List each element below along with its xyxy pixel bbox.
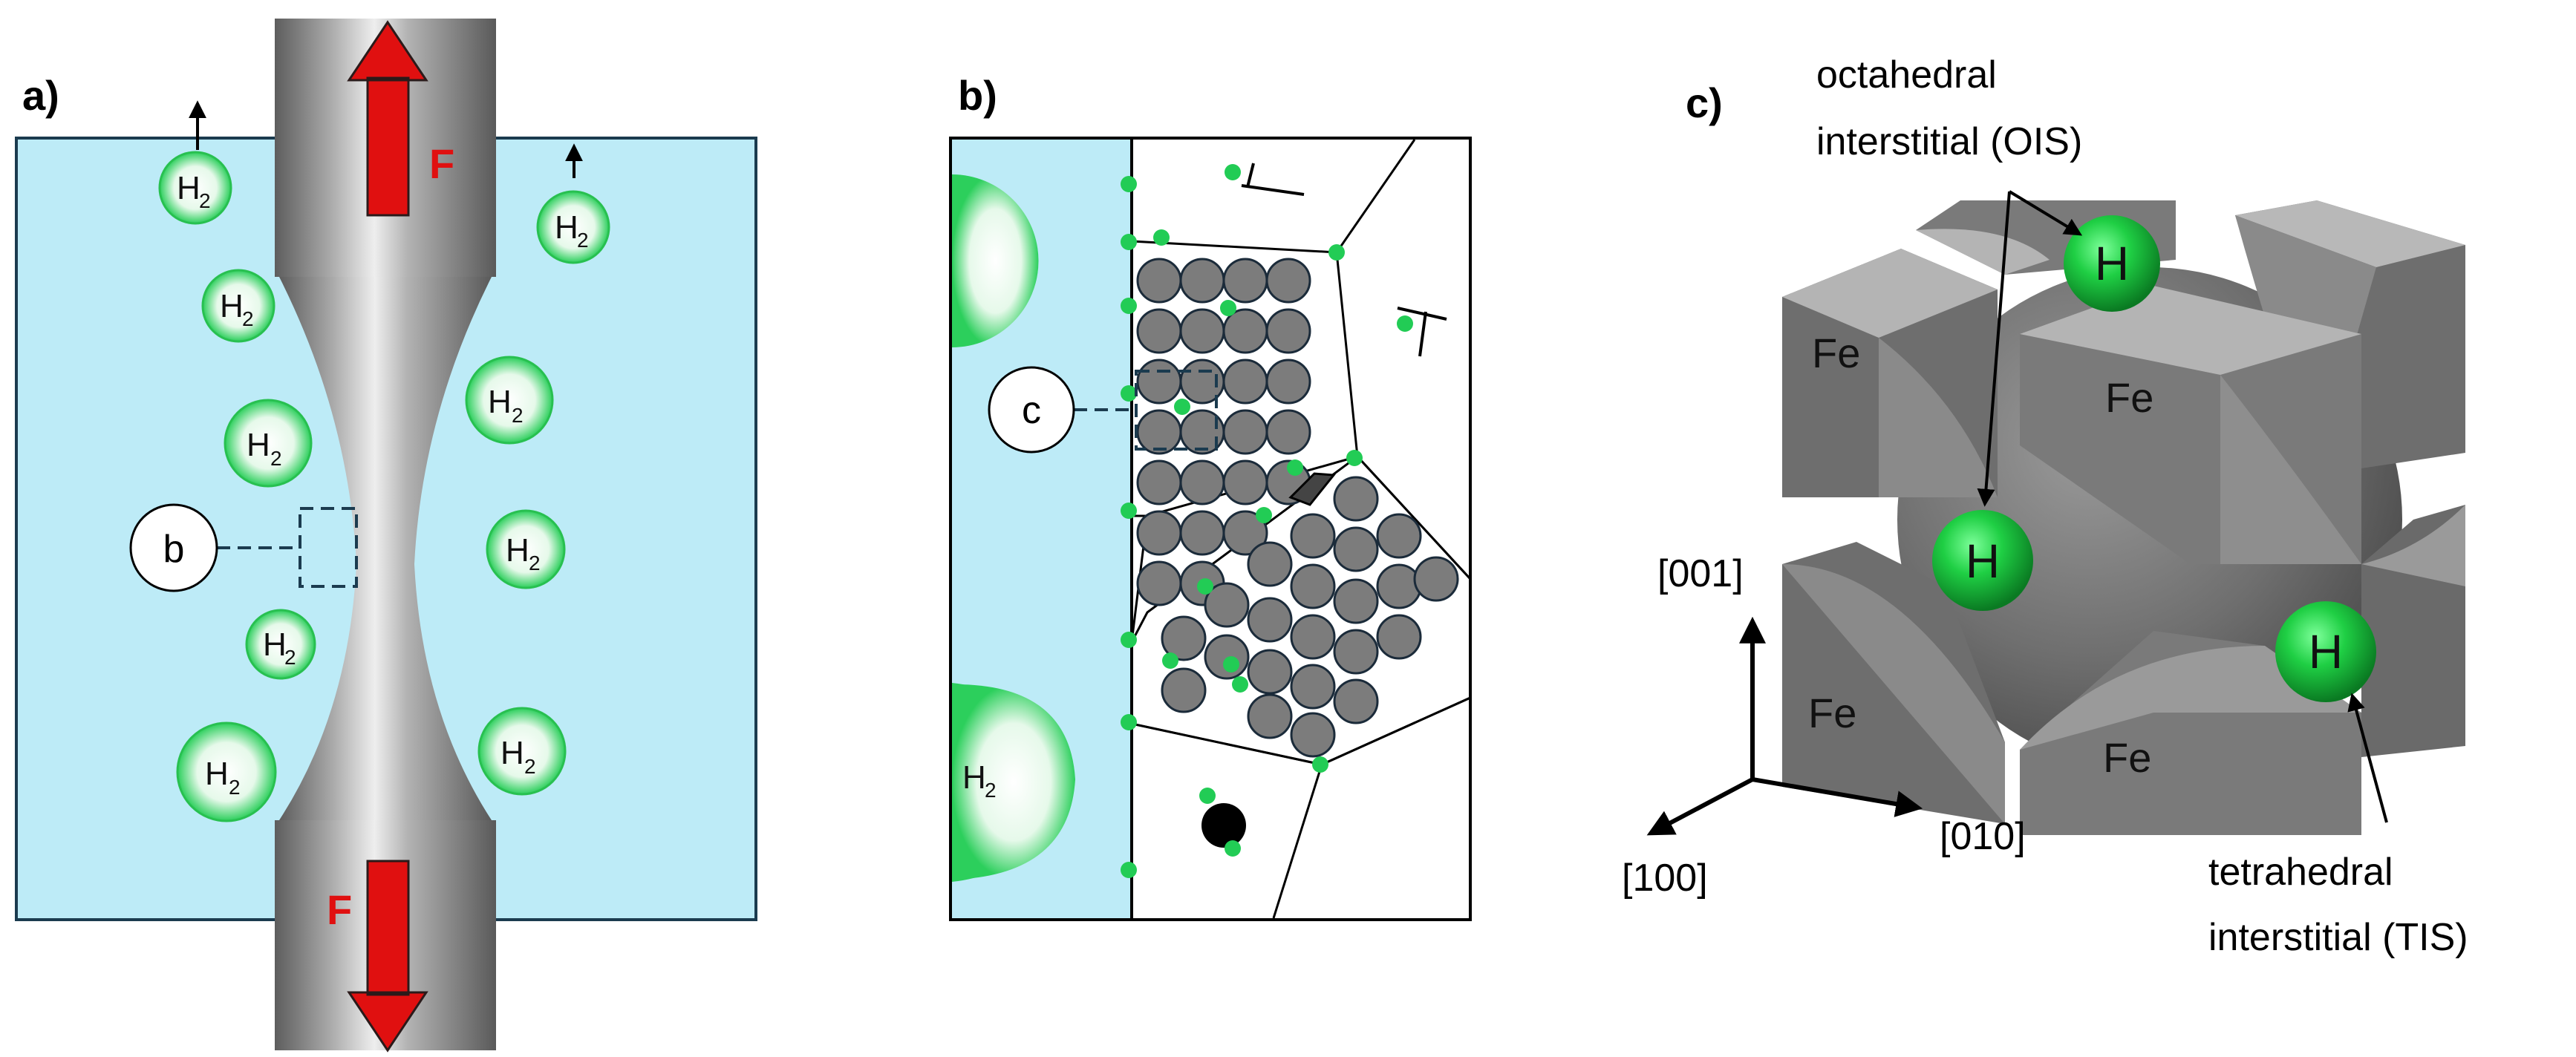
- dislocation-symbol: [1397, 307, 1447, 357]
- h2-label: H: [962, 759, 986, 796]
- callout-label-b: b: [163, 528, 185, 571]
- svg-text:H: H: [263, 626, 287, 663]
- h2-bubble-large: [952, 174, 1039, 347]
- fe-corner-octant: [2020, 631, 2361, 835]
- axis-100-label: [100]: [1622, 857, 1708, 900]
- svg-text:2: 2: [529, 552, 541, 575]
- fe-label: Fe: [1808, 690, 1856, 736]
- force-arrow-down: [347, 860, 428, 1053]
- h-atom-label: H: [1966, 534, 2000, 588]
- grain-1-atoms: [1136, 258, 1311, 606]
- grain-2-outline: [1130, 454, 1472, 766]
- zoom-region-c: [1135, 370, 1218, 451]
- svg-text:2: 2: [524, 755, 536, 778]
- svg-text:H: H: [177, 170, 200, 206]
- callout-circle-c: [988, 366, 1075, 454]
- panel-b: b) H 2: [949, 72, 1472, 921]
- force-label-top: F: [429, 140, 454, 187]
- h-atom-label: H: [2309, 625, 2343, 678]
- fe-label: Fe: [2105, 374, 2153, 421]
- ois-pointer-arrow: [2008, 190, 2083, 236]
- tis-label-line1: tetrahedral: [2208, 851, 2393, 894]
- panel-b-label: b): [958, 72, 997, 119]
- panel-c: c) octahedral interstitial (OIS) tetrahe…: [1622, 53, 2468, 959]
- svg-text:H: H: [205, 756, 229, 792]
- zoom-region-b: [299, 507, 358, 588]
- hydrogen-atoms: [1121, 164, 1413, 878]
- svg-text:H: H: [506, 532, 529, 569]
- svg-text:2: 2: [229, 776, 241, 799]
- h2-bubble: H2: [536, 190, 610, 264]
- fe-label: Fe: [2103, 734, 2151, 781]
- void: [1201, 803, 1246, 848]
- ois-label-line1: octahedral: [1816, 53, 1997, 96]
- fe-label: Fe: [1812, 330, 1860, 376]
- tis-pointer-arrow: [2347, 693, 2388, 823]
- callout-circle-b: [129, 503, 218, 592]
- grain-2-atoms: [1161, 476, 1459, 758]
- svg-text:2: 2: [577, 229, 589, 252]
- h2-bubble: H2: [158, 151, 232, 225]
- svg-text:2: 2: [270, 447, 282, 470]
- precipitate: [1288, 472, 1336, 506]
- h2-subscript: 2: [985, 779, 997, 802]
- callout-label-c: c: [1022, 389, 1041, 432]
- svg-text:2: 2: [199, 189, 211, 212]
- axis-100-arrow: [1646, 777, 1754, 836]
- h2-bubble-large-b: [952, 684, 1075, 880]
- h-atom-octahedral: [1932, 510, 2033, 611]
- force-arrow-up: [347, 20, 428, 217]
- grain-boundary: [1335, 139, 1416, 253]
- ois-pointer-arrow: [1977, 191, 2011, 507]
- axis-001-label: [001]: [1657, 552, 1744, 595]
- svg-text:H: H: [247, 427, 270, 463]
- svg-text:H: H: [500, 735, 524, 771]
- svg-text:H: H: [488, 384, 512, 420]
- panel-a-label: a): [22, 72, 59, 119]
- h-atom-tetrahedral: [2275, 601, 2376, 702]
- h2-bubble: H2: [245, 609, 316, 680]
- axis-010-label: [010]: [1940, 815, 2026, 858]
- specimen-gauge-section: [279, 277, 492, 820]
- svg-text:2: 2: [242, 307, 254, 330]
- grain-boundary: [1272, 764, 1323, 919]
- ois-label-line2: interstitial (OIS): [1816, 120, 2082, 163]
- fe-corner-octant: [1782, 542, 2005, 824]
- tis-label-line2: interstitial (TIS): [2208, 916, 2468, 959]
- h2-bubble: H2: [201, 269, 275, 343]
- panel-c-label: c): [1686, 79, 1723, 126]
- svg-text:2: 2: [512, 404, 524, 427]
- svg-text:2: 2: [284, 646, 296, 669]
- fe-corner-octant: [1782, 249, 1998, 497]
- h-atom-label: H: [2095, 237, 2129, 290]
- force-label-bottom: F: [327, 886, 352, 933]
- svg-text:H: H: [220, 288, 244, 324]
- fe-corner-octant: [2361, 505, 2465, 757]
- dislocation-symbol: [1241, 163, 1305, 196]
- fe-corner-octant: [2020, 286, 2361, 564]
- h-atom-octahedral-top: [2064, 215, 2160, 312]
- svg-text:H: H: [555, 209, 578, 246]
- axis-010-arrow: [1752, 777, 1923, 817]
